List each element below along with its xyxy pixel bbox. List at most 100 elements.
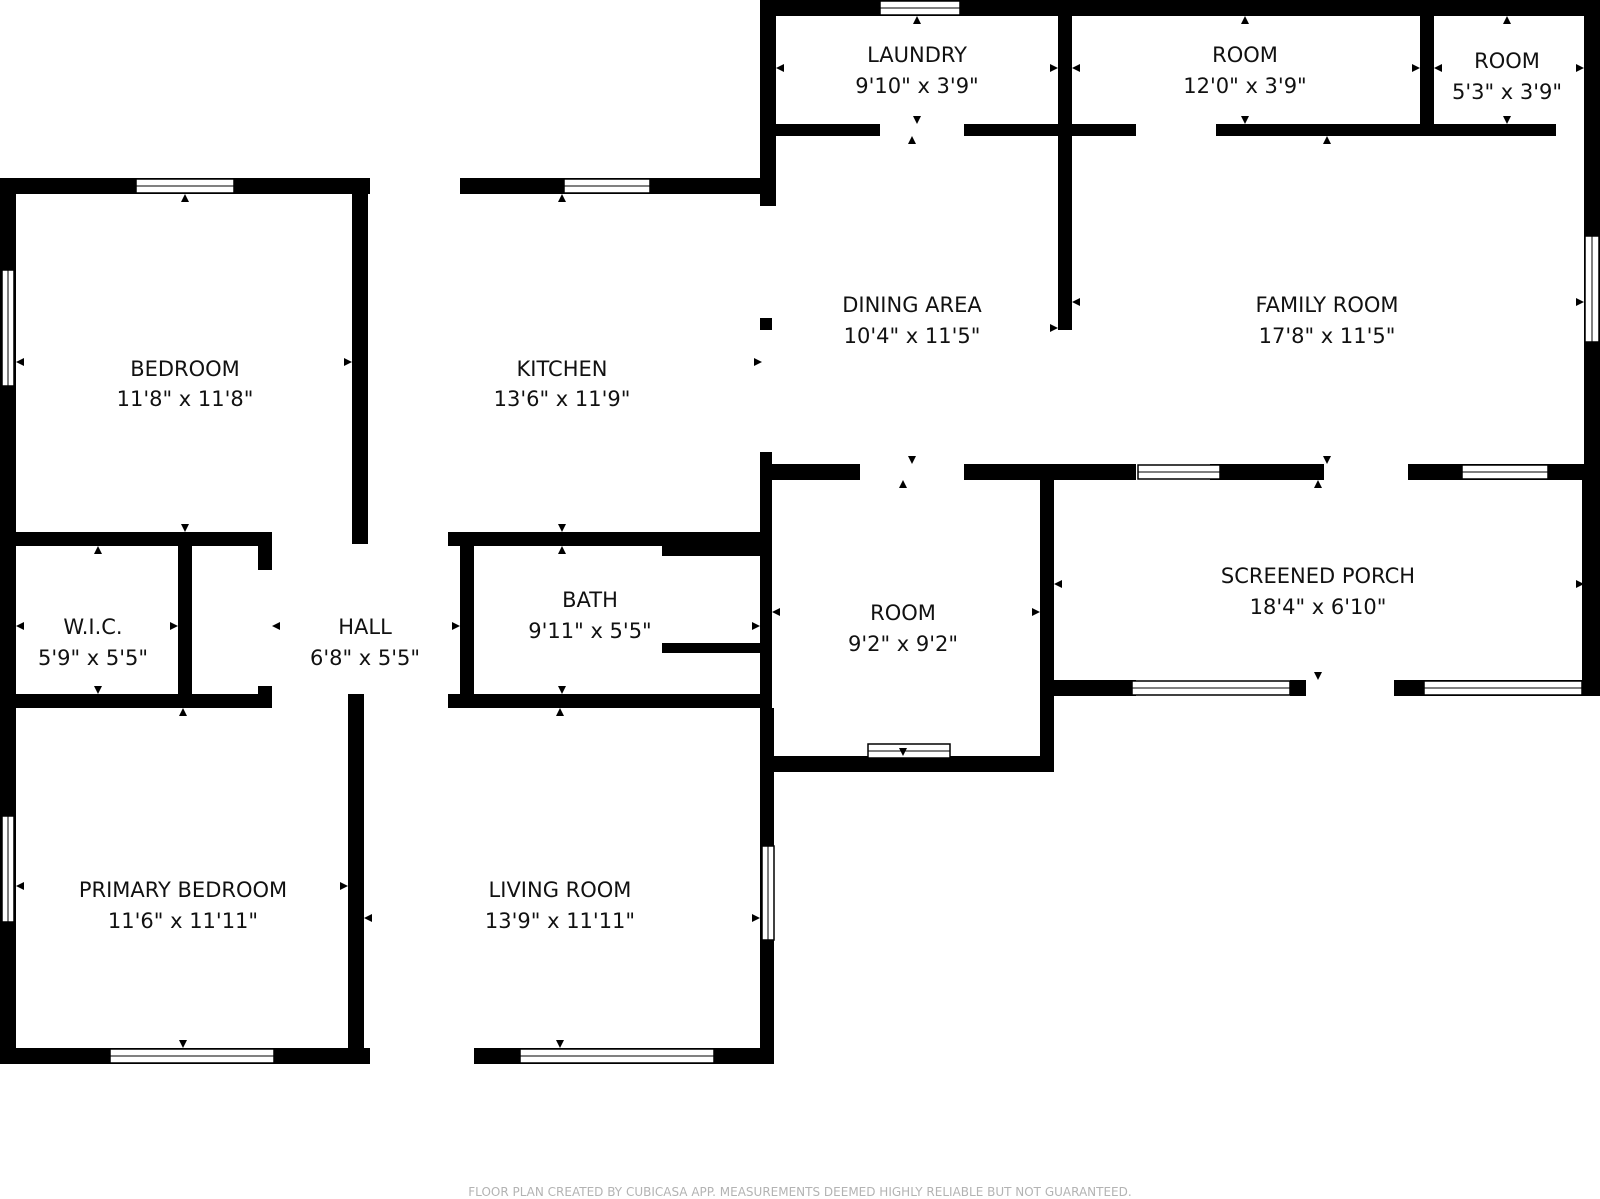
room-size: 6'8" x 5'5" bbox=[310, 646, 420, 670]
dimension-arrow bbox=[913, 116, 921, 124]
room-name: BATH bbox=[562, 588, 618, 612]
dimension-arrow bbox=[752, 914, 760, 922]
room-size: 9'11" x 5'5" bbox=[528, 619, 651, 643]
room-name: ROOM bbox=[1474, 49, 1540, 73]
window bbox=[1, 815, 15, 923]
dimension-arrow bbox=[340, 882, 348, 890]
wall-segment bbox=[1210, 464, 1324, 480]
dimension-arrow bbox=[908, 456, 916, 464]
window bbox=[867, 743, 951, 759]
room-name: KITCHEN bbox=[517, 357, 608, 381]
wall-segment bbox=[760, 0, 776, 206]
wall-segment bbox=[760, 452, 772, 716]
room-screened-porch: SCREENED PORCH 18'4" x 6'10" bbox=[1221, 564, 1415, 619]
room-name: ROOM bbox=[1212, 43, 1278, 67]
dimension-arrow bbox=[1323, 456, 1331, 464]
room-size: 13'6" x 11'9" bbox=[494, 387, 631, 411]
windows bbox=[1, 0, 1600, 1064]
room-dining-area: DINING AREA 10'4" x 11'5" bbox=[842, 293, 982, 348]
room-top-right: ROOM 5'3" x 3'9" bbox=[1452, 49, 1562, 104]
dimension-arrow bbox=[752, 622, 760, 630]
window bbox=[109, 1048, 275, 1064]
room-size: 9'10" x 3'9" bbox=[855, 74, 978, 98]
dimension-arrow bbox=[1050, 64, 1058, 72]
room-family-room: FAMILY ROOM 17'8" x 11'5" bbox=[1255, 293, 1398, 348]
wall-segment bbox=[448, 532, 760, 546]
window bbox=[135, 178, 235, 194]
dimension-arrow bbox=[272, 622, 280, 630]
room-bath: BATH 9'11" x 5'5" bbox=[528, 588, 651, 643]
dimension-arrow bbox=[1032, 608, 1040, 616]
room-primary-bedroom: PRIMARY BEDROOM 11'6" x 11'11" bbox=[79, 878, 287, 933]
dimension-arrow bbox=[1072, 64, 1080, 72]
room-size: 11'6" x 11'11" bbox=[108, 909, 258, 933]
dimension-arrow bbox=[1434, 64, 1442, 72]
dimension-arrow bbox=[899, 480, 907, 488]
dimension-arrow bbox=[754, 358, 762, 366]
dimension-arrow bbox=[1576, 298, 1584, 306]
dimension-arrow bbox=[558, 546, 566, 554]
dimension-arrow bbox=[1576, 64, 1584, 72]
wall-segment bbox=[0, 532, 272, 546]
dimension-arrow bbox=[1412, 64, 1420, 72]
room-name: W.I.C. bbox=[63, 615, 122, 639]
wall-segment bbox=[1584, 0, 1600, 470]
dimension-arrow bbox=[776, 64, 784, 72]
dimension-arrow bbox=[94, 546, 102, 554]
wall-segment bbox=[662, 643, 760, 653]
wall-segment bbox=[448, 694, 760, 708]
room-size: 12'0" x 3'9" bbox=[1183, 74, 1306, 98]
wall-segment bbox=[1582, 464, 1600, 694]
window bbox=[1131, 680, 1291, 696]
room-name: BEDROOM bbox=[130, 357, 240, 381]
dimension-arrow bbox=[16, 622, 24, 630]
room-size: 11'8" x 11'8" bbox=[117, 387, 254, 411]
dimension-arrow bbox=[1054, 580, 1062, 588]
dimension-arrow bbox=[181, 194, 189, 202]
room-name: LAUNDRY bbox=[867, 43, 967, 67]
window bbox=[1137, 464, 1221, 480]
dimension-arrow bbox=[1050, 324, 1058, 332]
wall-segment bbox=[0, 694, 272, 708]
room-name: PRIMARY BEDROOM bbox=[79, 878, 287, 902]
wall-segment bbox=[258, 686, 272, 708]
dimension-arrow bbox=[1241, 16, 1249, 24]
wall-segment bbox=[662, 546, 760, 556]
window bbox=[879, 0, 961, 16]
room-living-room: LIVING ROOM 13'9" x 11'11" bbox=[485, 878, 635, 933]
walls bbox=[0, 0, 1600, 1064]
dimension-arrow bbox=[344, 358, 352, 366]
room-size: 5'3" x 3'9" bbox=[1452, 80, 1562, 104]
dimension-arrow bbox=[1503, 16, 1511, 24]
window bbox=[1423, 680, 1583, 696]
window bbox=[1584, 235, 1600, 343]
room-name: SCREENED PORCH bbox=[1221, 564, 1415, 588]
dimension-arrow bbox=[558, 524, 566, 532]
dimension-arrow bbox=[179, 1040, 187, 1048]
room-size: 5'9" x 5'5" bbox=[38, 646, 148, 670]
window bbox=[1461, 464, 1549, 480]
wall-segment bbox=[1290, 680, 1306, 696]
dimension-arrow bbox=[1072, 298, 1080, 306]
room-laundry: LAUNDRY 9'10" x 3'9" bbox=[855, 43, 978, 98]
dimension-arrow bbox=[556, 1040, 564, 1048]
dimension-arrow bbox=[181, 524, 189, 532]
wall-segment bbox=[178, 532, 192, 708]
wall-segment bbox=[760, 464, 860, 480]
room-size: 13'9" x 11'11" bbox=[485, 909, 635, 933]
wall-segment bbox=[760, 756, 1040, 772]
room-top-mid: ROOM 12'0" x 3'9" bbox=[1183, 43, 1306, 98]
dimension-arrow bbox=[1241, 116, 1249, 124]
dimension-arrow bbox=[908, 136, 916, 144]
room-size: 9'2" x 9'2" bbox=[848, 632, 958, 656]
dimension-arrow bbox=[94, 686, 102, 694]
room-size: 17'8" x 11'5" bbox=[1259, 324, 1396, 348]
dimension-arrow bbox=[462, 622, 470, 630]
dimension-arrow bbox=[452, 622, 460, 630]
room-hall: HALL 6'8" x 5'5" bbox=[310, 615, 420, 670]
dimension-arrow bbox=[913, 16, 921, 24]
wall-segment bbox=[1040, 464, 1054, 772]
dimension-arrow bbox=[1576, 580, 1584, 588]
dimension-arrow bbox=[558, 194, 566, 202]
